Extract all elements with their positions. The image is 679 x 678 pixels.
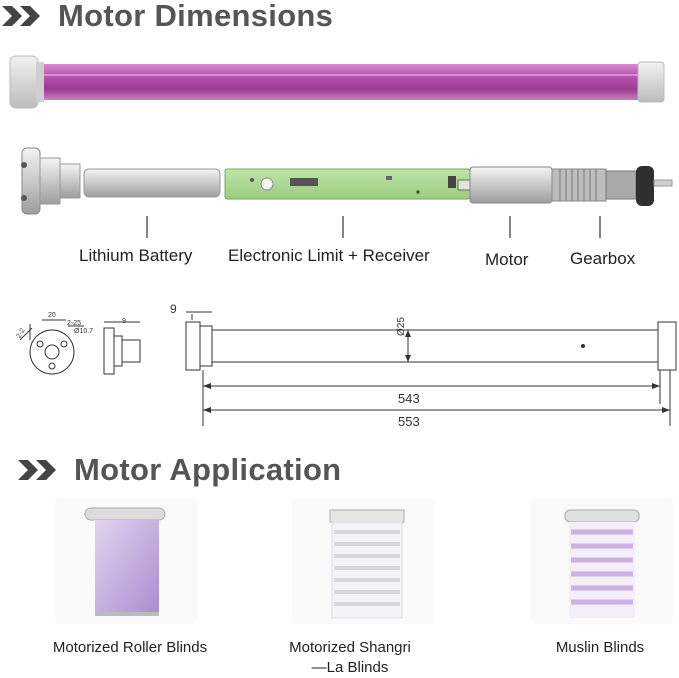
caption-muslin-blinds: Muslin Blinds <box>530 638 670 658</box>
lithium-battery <box>83 168 221 198</box>
caption-shangri-line1: Motorized Shangri <box>289 639 411 656</box>
dim-end-hole: Ø10.7 <box>74 328 94 335</box>
caption-muslin-line1: Muslin Blinds <box>555 639 645 656</box>
dim-length-553: 553 <box>398 414 420 429</box>
motor-head-part <box>21 147 81 215</box>
application-card-roller <box>55 498 197 624</box>
section-heading-application: Motor Application <box>0 452 341 488</box>
heading-application: Motor Application <box>74 452 342 487</box>
dim-length-543: 543 <box>398 391 420 406</box>
head-cap <box>9 55 39 109</box>
muslin-blind-illustration <box>564 509 640 618</box>
application-card-shangri-la <box>292 498 434 624</box>
end-cap <box>637 61 665 103</box>
application-card-muslin <box>531 498 673 624</box>
caption-shangri-line2: —La Blinds <box>311 659 389 676</box>
dim-end-width: 20 <box>48 312 56 319</box>
dim-diameter: Ø25 <box>396 317 407 336</box>
technical-drawing <box>19 311 677 426</box>
label-lithium-battery: Lithium Battery <box>79 246 193 265</box>
label-electronic-limit-receiver: Electronic Limit + Receiver <box>228 246 430 265</box>
dim-offset: 9 <box>170 302 177 316</box>
heading-dimensions: Motor Dimensions <box>58 0 334 33</box>
caption-roller-line1: Motorized Roller Blinds <box>52 639 208 656</box>
double-chevron-icon <box>2 6 40 26</box>
dim-cap-width: 9 <box>122 318 126 325</box>
caption-shangri-la-blinds: Motorized Shangri —La Blinds <box>270 638 430 678</box>
dim-end-offset: 2-25 <box>67 320 82 327</box>
motor-exploded-view <box>21 147 673 238</box>
tubular-motor-illustration <box>9 55 665 109</box>
motor-tube <box>28 64 648 100</box>
label-gearbox: Gearbox <box>570 249 636 268</box>
shangri-la-blind-illustration <box>329 509 405 619</box>
caption-roller-blinds: Motorized Roller Blinds <box>40 638 220 658</box>
roller-blind-illustration <box>84 507 166 616</box>
electronic-limit-receiver-board <box>224 168 471 200</box>
section-heading-dimensions: Motor Dimensions <box>0 0 333 34</box>
dim-tube-outline <box>211 329 659 363</box>
end-view-circle <box>29 329 75 375</box>
label-motor: Motor <box>485 250 529 269</box>
double-chevron-icon <box>18 460 56 480</box>
motor-gearbox-assembly <box>469 166 673 206</box>
